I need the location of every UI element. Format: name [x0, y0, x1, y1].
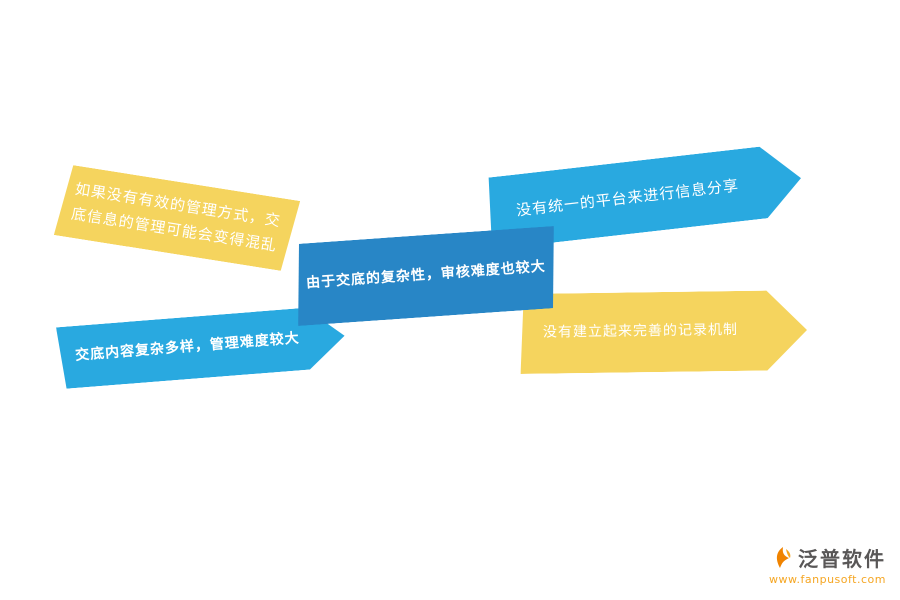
fanpu-logo: 泛普软件 www.fanpusoft.com	[769, 543, 886, 586]
banner-no-record-mechanism: 没有建立起来完善的记录机制	[519, 290, 807, 374]
banner-review-difficulty: 由于交底的复杂性，审核难度也较大	[292, 226, 559, 326]
banner-management-chaos: 如果没有有效的管理方式，交底信息的管理可能会变得混乱	[54, 164, 300, 272]
fanpu-logo-row: 泛普软件	[769, 543, 886, 572]
banner-no-unified-platform-text: 没有统一的平台来进行信息分享	[515, 175, 740, 220]
logo-name: 泛普软件	[798, 547, 886, 571]
logo-url: www.fanpusoft.com	[769, 573, 886, 586]
banner-review-difficulty-text: 由于交底的复杂性，审核难度也较大	[305, 259, 547, 292]
fanpu-logo-icon	[773, 546, 793, 570]
banner-no-record-mechanism-text: 没有建立起来完善的记录机制	[542, 322, 739, 342]
banner-complex-content-text: 交底内容复杂多样，管理难度较大	[74, 330, 301, 365]
banner-management-chaos-text: 如果没有有效的管理方式，交底信息的管理可能会变得混乱	[70, 180, 283, 255]
